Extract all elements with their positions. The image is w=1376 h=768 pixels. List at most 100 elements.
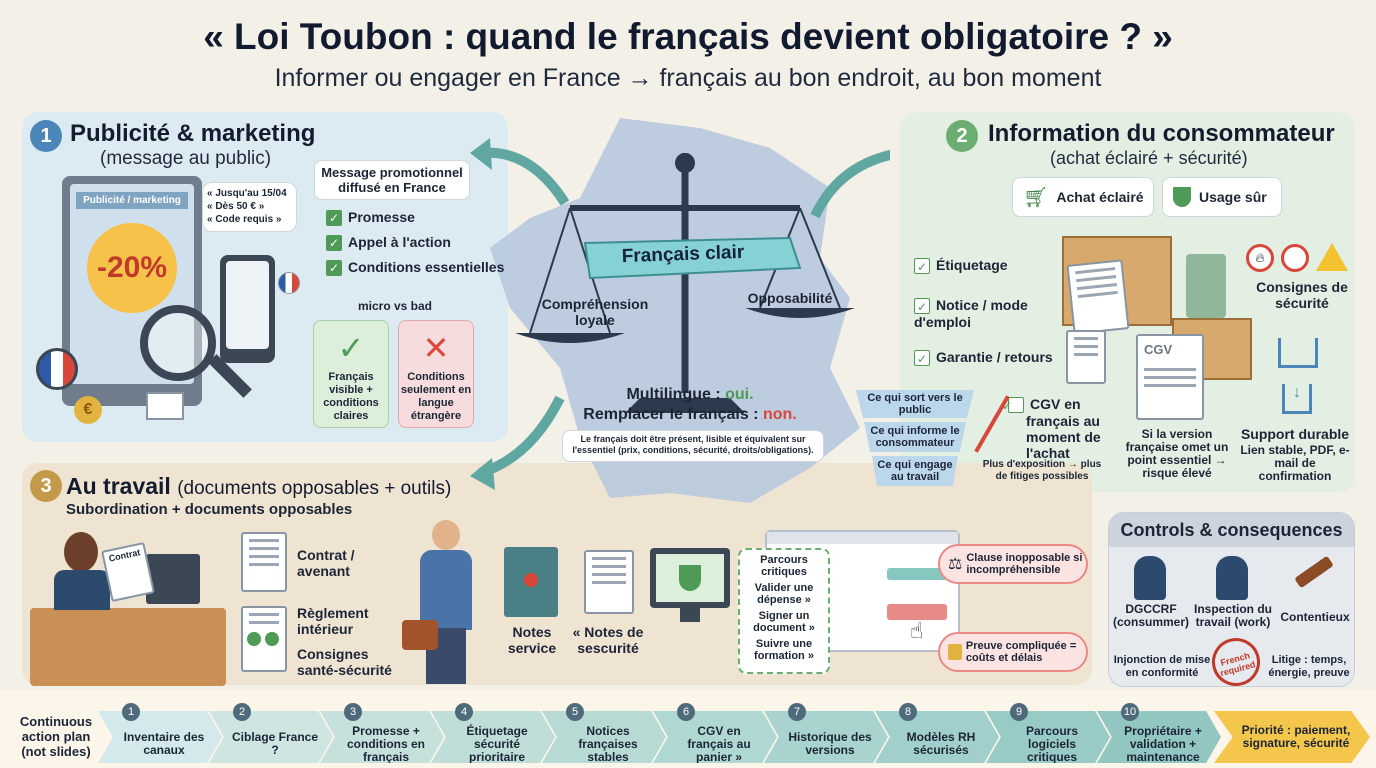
section3-subtitle: Subordination + documents opposables	[66, 501, 353, 518]
check-appel: ✓Appel à l'action	[326, 234, 451, 252]
plan-step-10: Propriétaire + validation + maintenance	[1097, 711, 1221, 763]
binder-icon	[504, 547, 558, 617]
plan-step-6: CGV en français au panier »	[653, 711, 777, 763]
safety-label: Consignes de sécurité	[1256, 279, 1348, 311]
item-etiquetage: ✓Étiquetage	[914, 257, 1008, 275]
section2-subtitle: (achat éclairé + sécurité)	[1050, 148, 1248, 168]
fire-hazard-icon: 🔥︎	[1246, 244, 1274, 272]
plan-step-number: 4	[455, 703, 473, 721]
discount-badge: -20%	[87, 223, 177, 313]
plan-step-5: Notices françaises stables	[542, 711, 666, 763]
cgv-doc-label: CGV	[1144, 342, 1173, 357]
monitor-icon	[146, 554, 200, 604]
item-cgv: ✓CGV en français au moment de l'achat	[1001, 396, 1101, 462]
good-example-text: Français visible + conditions claires	[323, 371, 379, 422]
plan-step-number: 10	[1121, 703, 1139, 721]
item-garantie: ✓Garantie / retours	[914, 349, 1053, 367]
cart-check-icon	[1278, 338, 1318, 368]
plan-step-number: 1	[122, 703, 140, 721]
journey-list: Parcours critiques Valider une dépense »…	[738, 548, 830, 674]
label-doc-icon	[1066, 259, 1130, 335]
page-title: « Loi Toubon : quand le français devient…	[203, 16, 1173, 57]
section1-title: Publicité & marketing	[70, 120, 316, 147]
pointer-hand-icon: ☝︎	[910, 618, 924, 643]
pill-usage: Usage sûr	[1162, 177, 1282, 217]
promo-title: Message promotionnel diffusé en France	[314, 160, 470, 200]
plan-final-step: Priorité : paiement, signature, sécurité	[1214, 711, 1370, 763]
briefcase-icon	[402, 620, 438, 650]
section2-number: 2	[946, 120, 978, 152]
section3-number: 3	[30, 470, 62, 502]
section3-title: Au travail (documents opposables + outil…	[66, 473, 452, 499]
plan-step-3: Promesse + conditions en français	[320, 711, 444, 763]
funnel-level-2: Ce qui informe le consommateur	[864, 422, 966, 452]
doc-consignes: Consignes santé-sécurité	[297, 646, 392, 678]
item-notice: ✓Notice / mode d'emploi	[914, 297, 1028, 331]
computer-shield-icon	[650, 548, 730, 608]
rules-doc-icon	[241, 606, 287, 672]
pill-achat: 🛒︎Achat éclairé	[1012, 177, 1154, 217]
plan-step-number: 8	[899, 703, 917, 721]
app-step-bar	[887, 568, 947, 580]
good-example-card: ✓ Français visible + conditions claires	[313, 320, 389, 428]
exposure-note: Plus d'exposition → plus de fitiges poss…	[982, 459, 1102, 482]
france-map-graphic	[470, 118, 890, 503]
france-flag-pin-icon	[36, 348, 78, 390]
shield-icon	[1173, 187, 1191, 207]
doc-reglement: Règlement intérieur	[297, 605, 369, 637]
plan-step-9: Parcours logiciels critiques	[986, 711, 1110, 763]
control-contentieux: Contentieux	[1280, 610, 1350, 624]
billboard-label: Publicité / marketing	[76, 192, 188, 209]
conditions-bubble: « Jusqu'au 15/04« Dès 50 € »« Code requi…	[202, 182, 297, 232]
proof-callout: Preuve compliquée = coûts et délais	[938, 632, 1088, 672]
plan-step-number: 2	[233, 703, 251, 721]
warranty-doc-icon	[1066, 330, 1106, 384]
control-injonction: Injonction de mise en conformité	[1113, 654, 1211, 679]
inspector-icon	[1216, 556, 1248, 600]
download-icon: ↓	[1282, 384, 1312, 414]
multilingue-line: Multilingue : oui.	[626, 386, 754, 403]
officer-icon	[1134, 556, 1166, 600]
control-inspection: Inspection du travail (work)	[1194, 602, 1272, 629]
notes-service: Notes service	[507, 624, 557, 656]
section2-title: Information du consommateur	[988, 120, 1335, 147]
check-promesse: ✓Promesse	[326, 209, 415, 227]
remplacer-line: Remplacer le français : non.	[583, 406, 797, 423]
cart-icon: 🛒︎	[1023, 186, 1049, 209]
plan-step-7: Historique des versions	[764, 711, 888, 763]
check-icon: ✓	[326, 210, 342, 227]
clause-callout: ⚖︎Clause inopposable si incompréhensible	[938, 544, 1088, 584]
control-dgccrf: DGCCRF (consummer)	[1112, 602, 1189, 629]
funnel-level-3: Ce qui engage au travail	[872, 456, 958, 486]
phone-icon	[220, 255, 275, 363]
plan-step-number: 3	[344, 703, 362, 721]
man-head-icon	[432, 520, 460, 550]
desk-graphic	[30, 608, 226, 686]
app-error-bar	[887, 604, 947, 620]
plan-step-4: Étiquetage sécurité prioritaire	[431, 711, 555, 763]
bad-cross-icon: ✕	[422, 330, 450, 366]
folder-icon	[948, 644, 962, 660]
notes-securite: « Notes de sescurité	[572, 624, 644, 656]
plan-label: Continuous action plan (not slides)	[19, 714, 93, 759]
france-flag-icon	[278, 272, 300, 294]
support-text: Lien stable, PDF, e-mail de confirmation	[1240, 443, 1350, 483]
cgv-doc-icon: CGV	[1136, 334, 1204, 420]
bad-example-card: ✕ Conditions seulement en langue étrangè…	[398, 320, 474, 428]
plan-step-number: 9	[1010, 703, 1028, 721]
bad-example-text: Conditions seulement en langue étrangère	[400, 371, 472, 422]
good-check-icon: ✓	[337, 330, 365, 366]
euro-coin-icon: €	[74, 396, 102, 424]
product-bag-icon	[1186, 254, 1226, 318]
cgv-note: Si la version française omet un point es…	[1125, 427, 1229, 480]
plan-step-number: 7	[788, 703, 806, 721]
control-litige: Litige : temps, énergie, preuve	[1268, 654, 1350, 679]
francais-note: Le français doit être présent, lisible e…	[562, 430, 824, 462]
prohibited-icon	[1281, 244, 1309, 272]
plan-step-8: Modèles RH sécurisés	[875, 711, 999, 763]
plan-step-1: Inventaire des canaux	[98, 711, 222, 763]
section1-subtitle: (message au public)	[100, 148, 272, 169]
mail-icon	[146, 392, 184, 420]
doc-contrat: Contrat / avenant	[297, 547, 355, 579]
person-head-icon	[64, 532, 98, 572]
